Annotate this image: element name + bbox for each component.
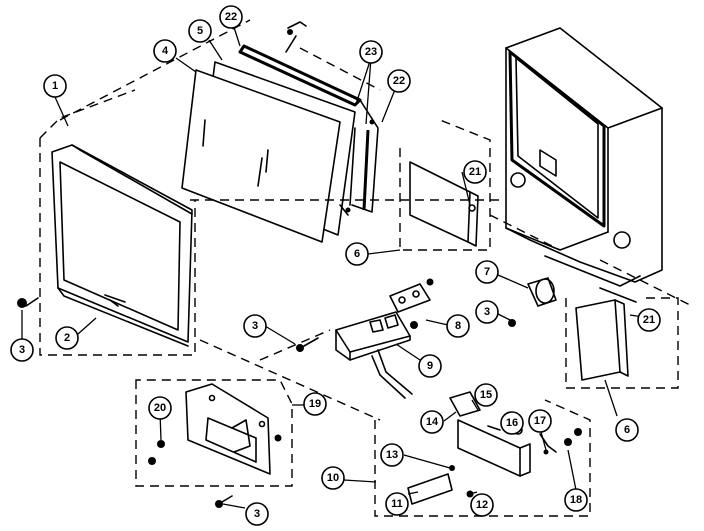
svg-text:5: 5 (197, 25, 203, 37)
callout-6-lower: 6 (615, 418, 639, 442)
svg-text:21: 21 (643, 314, 655, 326)
side-panel-upper (399, 119, 491, 251)
guide-lines (59, 19, 691, 421)
callout-4: 4 (153, 39, 177, 63)
callout-3-bottom: 3 (245, 502, 269, 526)
callout-14: 14 (420, 410, 444, 434)
svg-text:7: 7 (484, 266, 490, 278)
callout-21-upper: 21 (463, 160, 487, 184)
callout-5: 5 (188, 19, 212, 43)
rear-cabinet (505, 27, 663, 303)
svg-text:8: 8 (455, 320, 461, 332)
screen-panels (181, 61, 356, 243)
callout-23: 23 (359, 40, 383, 64)
callout-18: 18 (564, 488, 588, 512)
callout-3-right: 3 (475, 300, 499, 324)
callout-11: 11 (385, 492, 409, 516)
svg-text:15: 15 (480, 389, 492, 401)
svg-text:10: 10 (327, 472, 339, 484)
svg-text:1: 1 (52, 80, 58, 92)
speaker-and-brackets (335, 277, 557, 399)
callout-7: 7 (475, 260, 499, 284)
svg-text:17: 17 (534, 415, 546, 427)
svg-text:19: 19 (309, 398, 321, 410)
callout-12: 12 (470, 493, 494, 517)
callout-22-top: 22 (219, 5, 243, 29)
svg-text:3: 3 (254, 508, 260, 520)
callout-3-middle: 3 (243, 314, 267, 338)
callout-22-right: 22 (387, 69, 411, 93)
callout-15: 15 (474, 383, 498, 407)
svg-text:23: 23 (365, 46, 377, 58)
svg-text:22: 22 (393, 75, 405, 87)
svg-text:11: 11 (391, 498, 403, 510)
svg-text:12: 12 (476, 499, 488, 511)
side-panel-lower (565, 297, 679, 389)
svg-text:14: 14 (426, 416, 439, 428)
callout-21-lower: 21 (637, 308, 661, 332)
callout-1: 1 (43, 74, 67, 98)
screen-frame (238, 21, 381, 216)
svg-text:9: 9 (427, 360, 433, 372)
svg-text:13: 13 (386, 449, 398, 461)
callout-10: 10 (321, 466, 345, 490)
callout-17: 17 (528, 409, 552, 433)
callout-20: 20 (148, 396, 172, 420)
callout-13: 13 (380, 443, 404, 467)
svg-text:2: 2 (64, 332, 70, 344)
svg-text:20: 20 (154, 402, 166, 414)
svg-text:16: 16 (506, 417, 518, 429)
callout-6-upper: 6 (345, 242, 369, 266)
callout-8: 8 (446, 314, 470, 338)
svg-text:4: 4 (162, 45, 169, 57)
svg-text:3: 3 (252, 320, 258, 332)
svg-text:22: 22 (225, 11, 237, 23)
callout-19: 19 (303, 392, 327, 416)
callout-3-left: 3 (10, 338, 34, 362)
svg-text:6: 6 (354, 248, 360, 260)
callout-9: 9 (418, 354, 442, 378)
bracket-assembly-19 (135, 379, 293, 487)
callout-2: 2 (55, 326, 79, 350)
svg-text:3: 3 (484, 306, 490, 318)
front-bezel (39, 89, 196, 356)
callout-16: 16 (500, 411, 524, 435)
svg-text:21: 21 (469, 166, 481, 178)
bracket-assembly-10 (374, 391, 591, 517)
svg-text:6: 6 (624, 424, 630, 436)
svg-text:18: 18 (570, 494, 582, 506)
svg-text:3: 3 (19, 344, 25, 356)
